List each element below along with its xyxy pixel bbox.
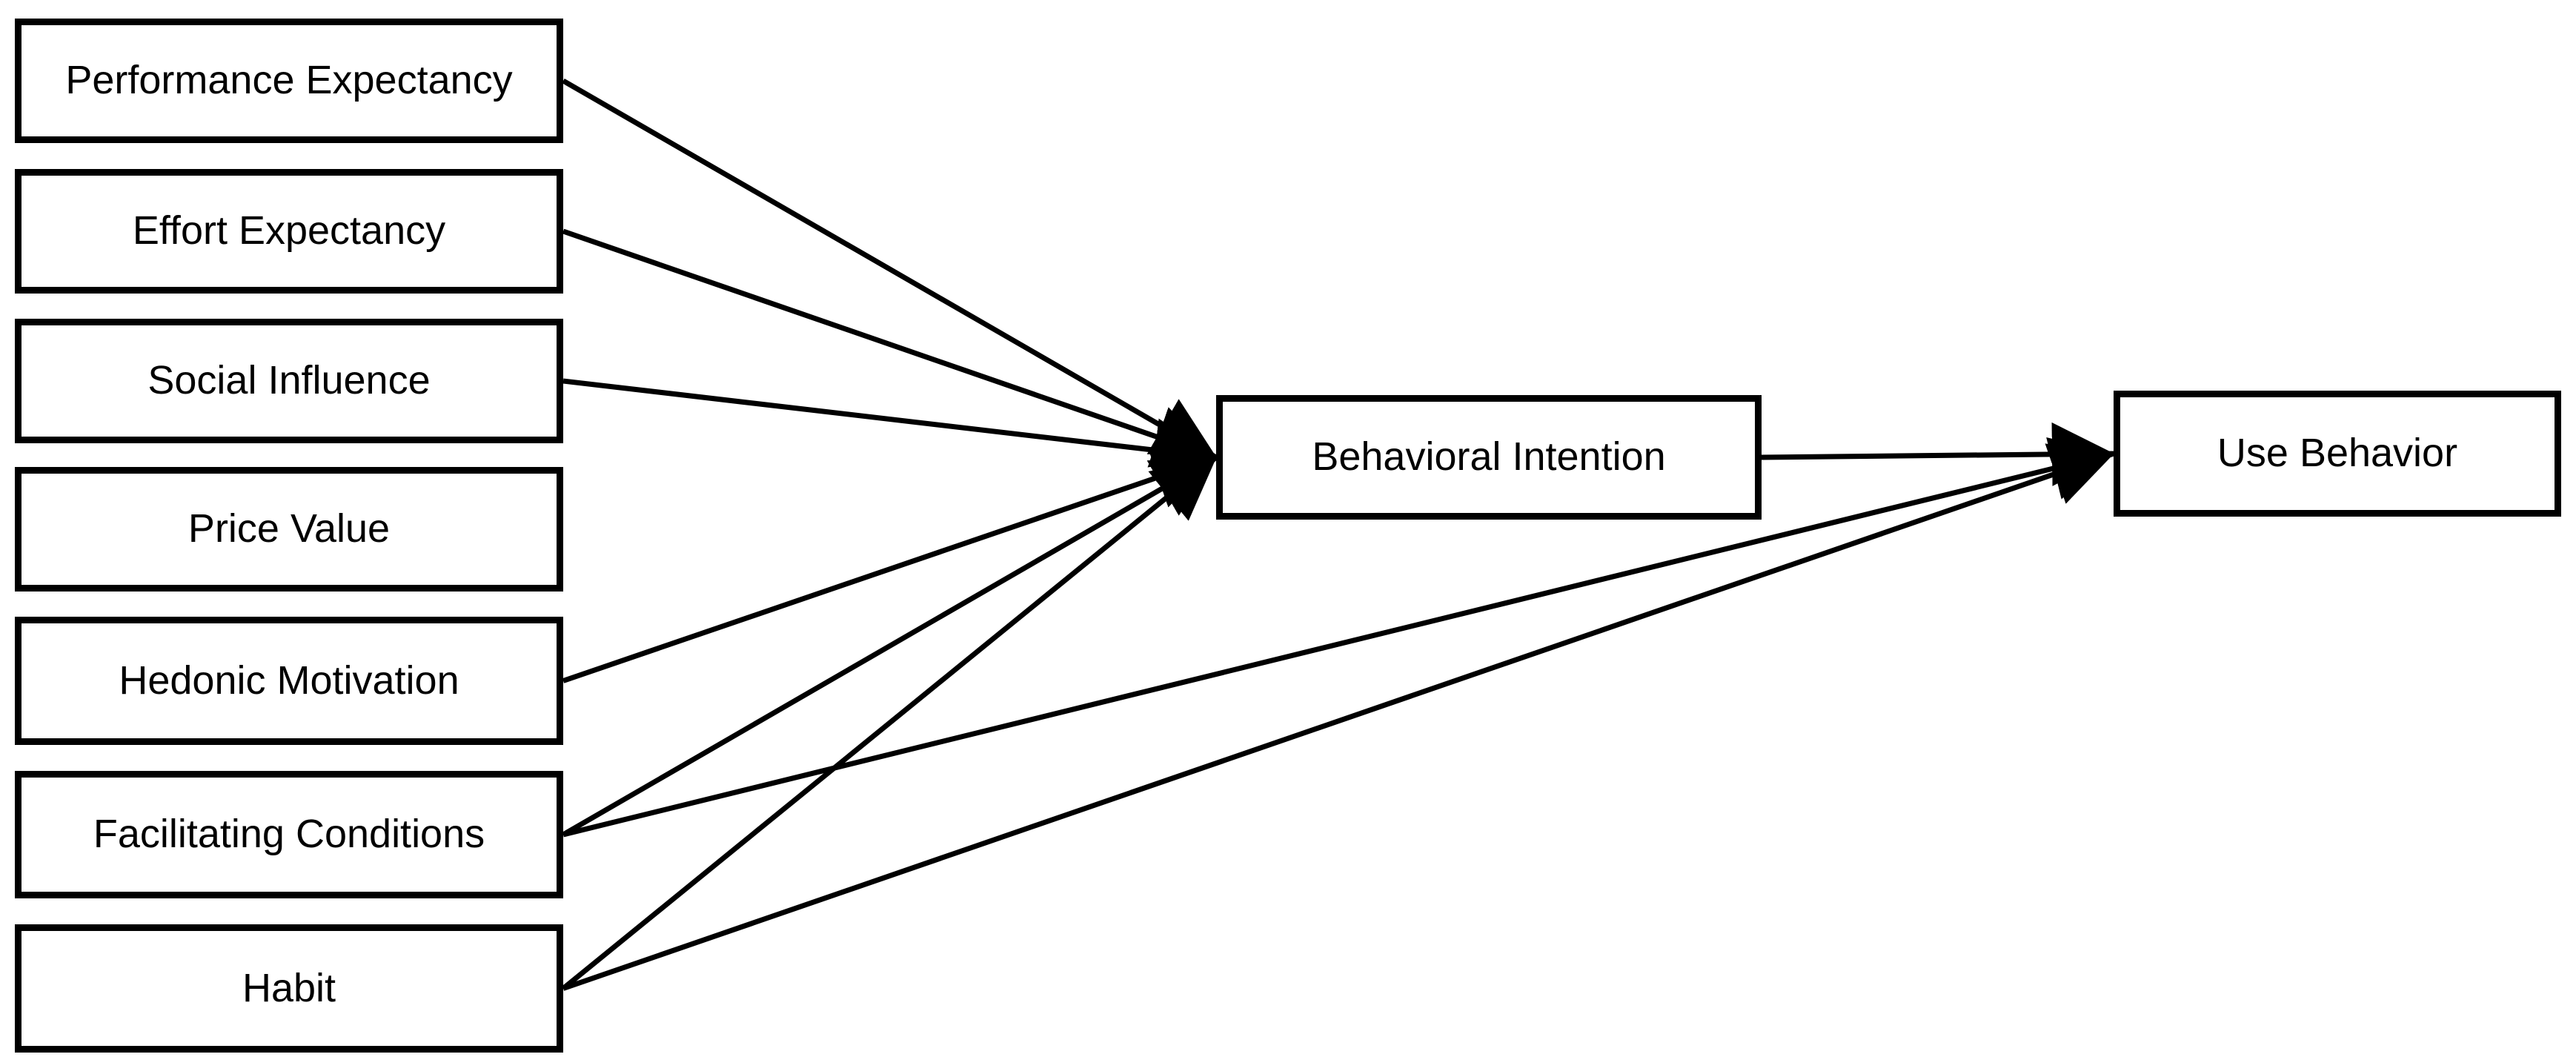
edge-habit-to-behavioral-intention [561,455,1218,991]
node-label: Hedonic Motivation [119,657,459,703]
edge-facilitating-conditions-to-behavioral-intention [562,454,1218,838]
node-label: Facilitating Conditions [93,812,485,857]
node-label: Performance Expectancy [65,58,513,103]
node-label: Behavioral Intention [1312,434,1666,480]
node-label: Price Value [187,506,391,551]
edges-group [561,78,2115,991]
edge-hedonic-motivation-to-behavioral-intention [562,447,1218,683]
edge-social-influence-to-behavioral-intention [562,378,1217,483]
node-habit: Habit [15,924,563,1053]
node-performance-expectancy: Performance Expectancy [15,19,563,143]
node-label: Habit [242,965,336,1010]
node-use-behavior: Use Behavior [2114,391,2561,517]
edge-behavioral-intention-to-use-behavior [1761,422,2114,486]
edge-habit-to-use-behavior [562,443,2115,991]
node-behavioral-intention: Behavioral Intention [1216,395,1762,520]
node-label: Use Behavior [2217,431,2458,476]
edge-effort-expectancy-to-behavioral-intention [562,228,1218,468]
node-effort-expectancy: Effort Expectancy [15,169,563,294]
node-label: Social Influence [147,358,431,403]
node-social-influence: Social Influence [15,319,563,443]
edge-performance-expectancy-to-behavioral-intention [562,78,1218,460]
node-facilitating-conditions: Facilitating Conditions [15,771,563,898]
node-price-value: Price Value [15,467,563,592]
node-hedonic-motivation: Hedonic Motivation [15,617,563,745]
node-label: Effort Expectancy [132,208,446,254]
